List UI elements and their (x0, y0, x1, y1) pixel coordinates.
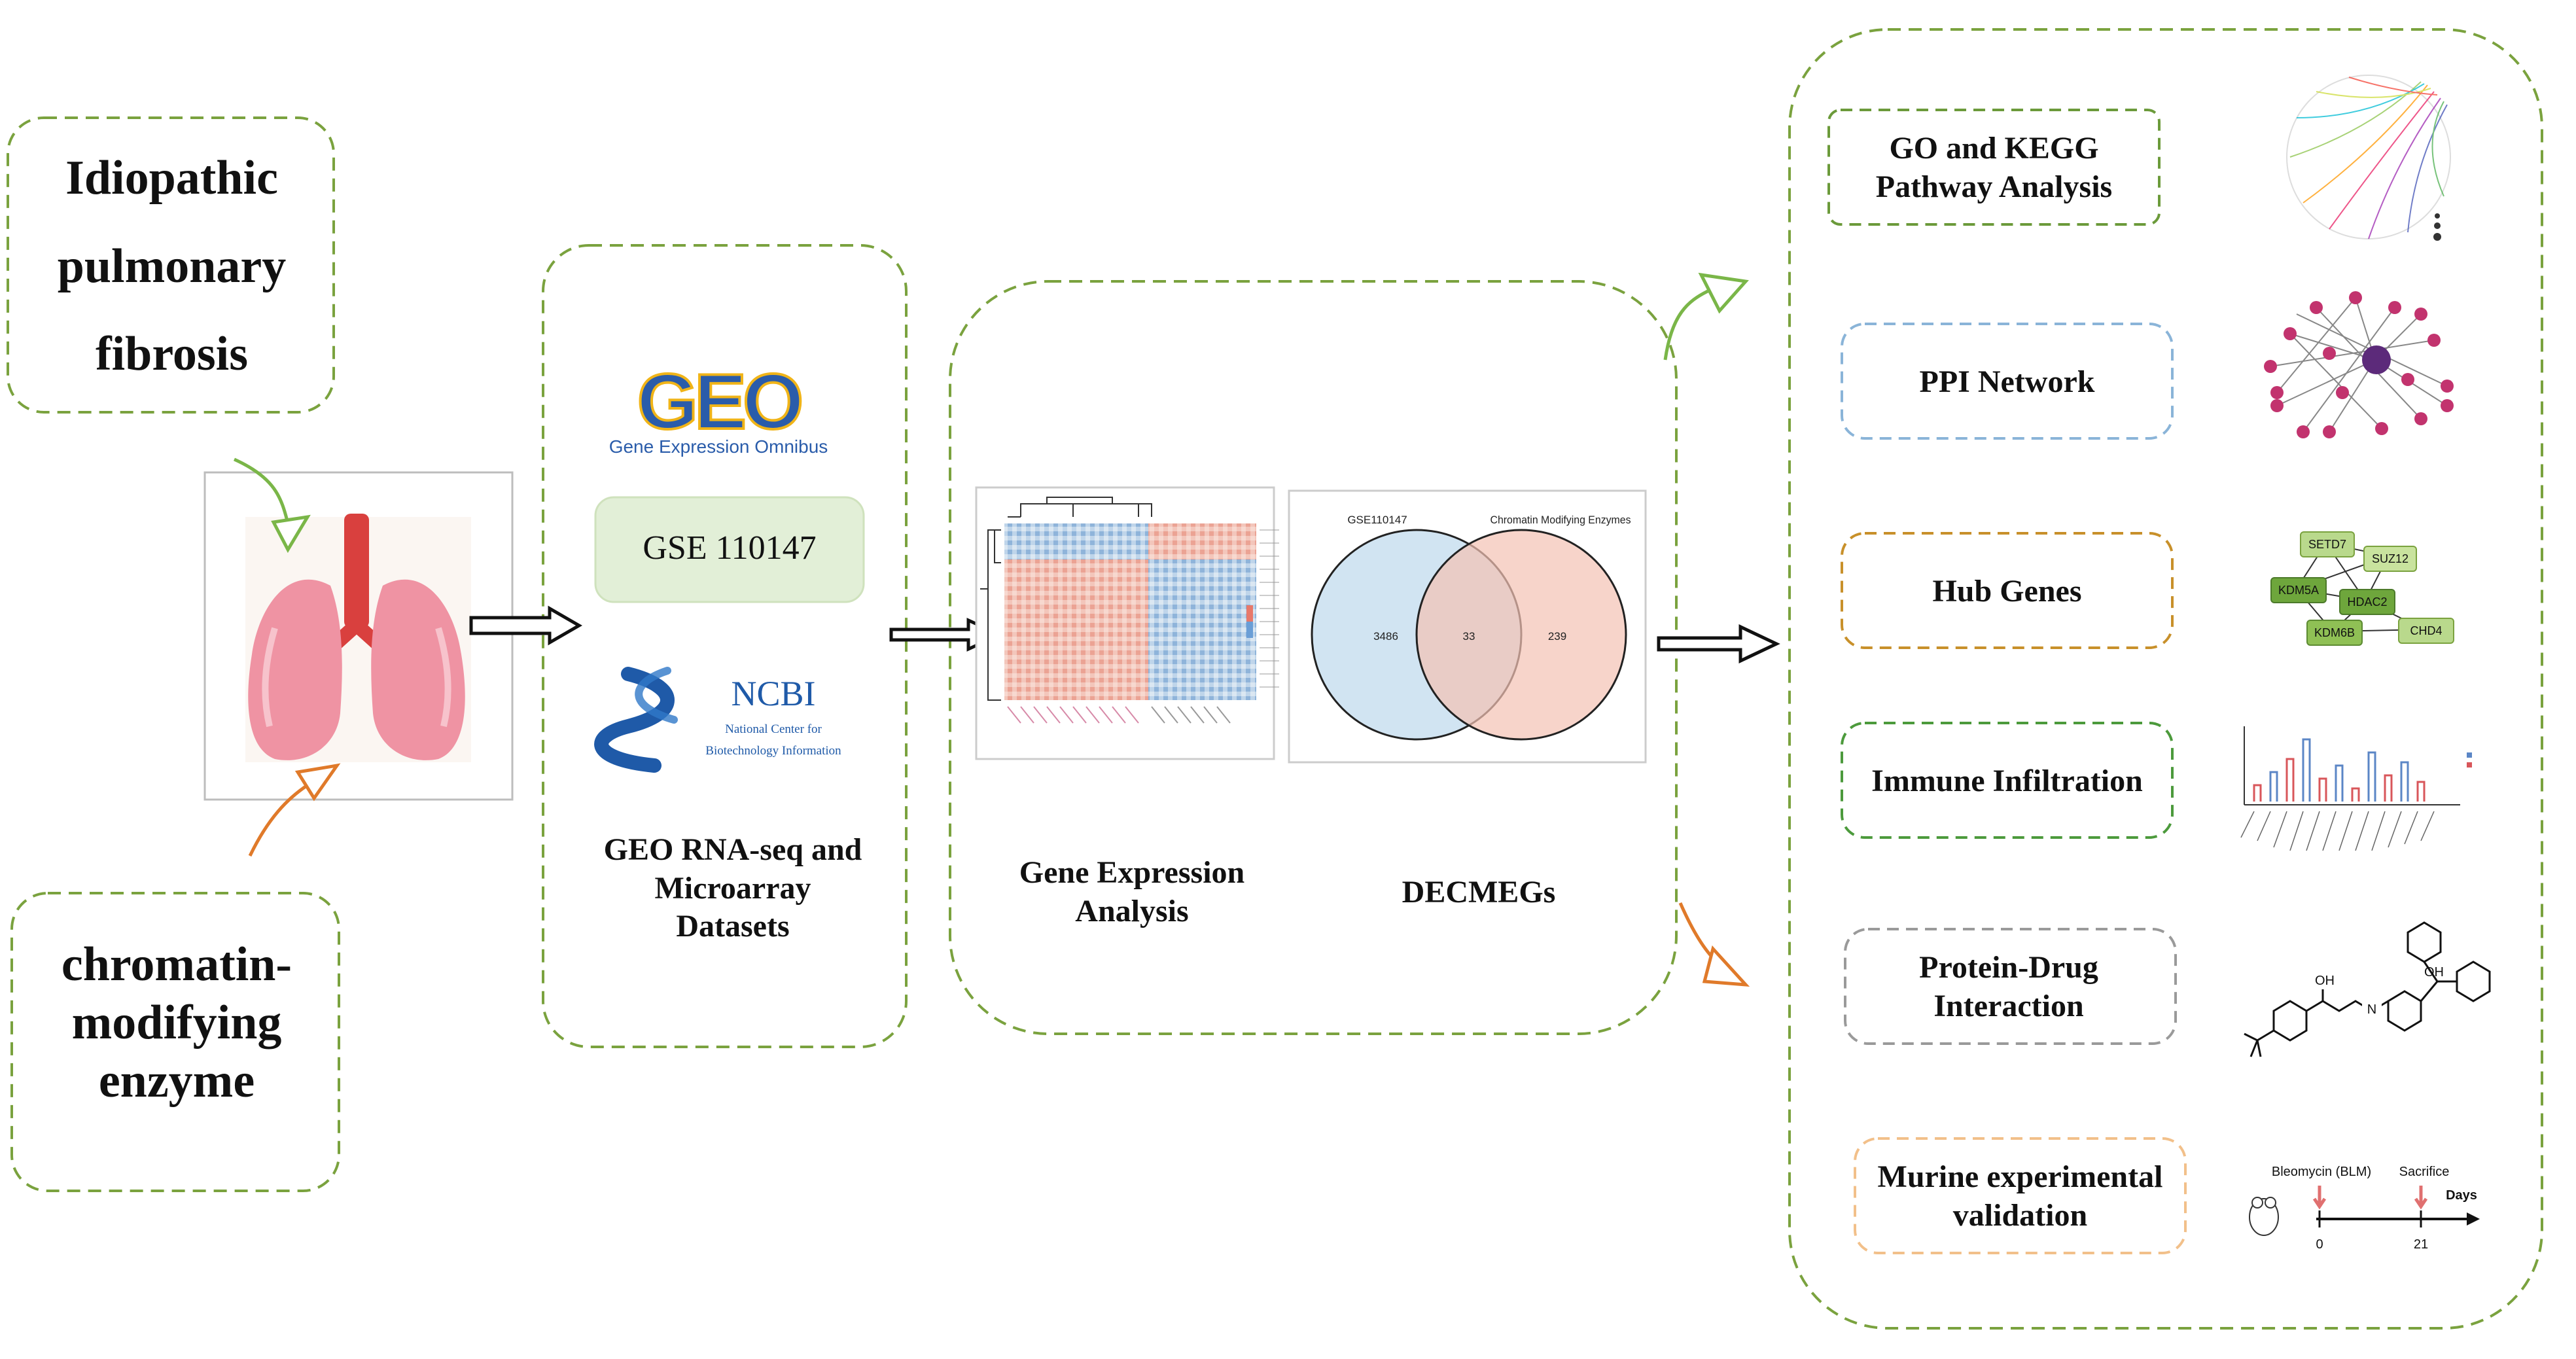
heatmap-caption: Gene Expression Analysis (1019, 855, 1245, 928)
ipf-label: Idiopathic pulmonary fibrosis (57, 151, 287, 381)
go-kegg-chord-thumbnail (2286, 75, 2451, 241)
venn-caption: DECMEGs (1402, 875, 1556, 909)
input-curve-arrows (233, 457, 341, 857)
heatmap-figure (975, 486, 1279, 760)
drug-oh-label: OH (2315, 974, 2335, 988)
hub-gene-node: HDAC2 (2339, 589, 2395, 615)
drug-structure-thumbnail (2244, 921, 2491, 1057)
enzyme-box (10, 892, 340, 1192)
geo-logo: GEO Gene Expression Omnibus (609, 357, 828, 457)
venn-left-label: GSE110147 (1347, 514, 1407, 526)
output-label-immune: Immune Infiltration (1871, 764, 2143, 798)
venn-overlap-count: 33 (1463, 630, 1475, 643)
drug-oh-label: OH (2424, 965, 2444, 980)
venn-left-count: 3486 (1373, 630, 1398, 643)
output-box-hub (1841, 532, 2174, 649)
hub-gene-node: KDM5A (2270, 577, 2327, 603)
timeline-endpoint-label: Sacrifice (2399, 1165, 2450, 1179)
output-label-hub: Hub Genes (1932, 574, 2082, 609)
ncbi-logo-text: NCBI (731, 674, 815, 713)
output-label-drug: Protein-Drug Interaction (1919, 950, 2098, 1023)
output-box-murine (1854, 1137, 2187, 1254)
hub-gene-node: SETD7 (2300, 531, 2355, 557)
hub-gene-node: KDM6B (2306, 620, 2363, 646)
ncbi-line2: Biotechnology Information (705, 744, 841, 758)
gse-label: GSE 110147 (643, 529, 817, 567)
output-box-ppi (1841, 323, 2174, 440)
geo-logo-text: GEO (637, 358, 801, 446)
arrow-to-outputs (1657, 624, 1780, 663)
hub-gene-node: SUZ12 (2363, 546, 2417, 572)
venn-figure: GSE110147 Chromatin Modifying Enzymes 34… (1288, 489, 1647, 764)
lung-illustration (248, 514, 465, 760)
timeline-start-tick: 0 (2316, 1237, 2323, 1252)
venn-right-count: 239 (1548, 630, 1566, 643)
output-box-immune (1841, 722, 2174, 839)
immune-infiltration-thumbnail (2240, 726, 2472, 851)
arrow-to-datasets (469, 605, 582, 646)
ppi-network-thumbnail (2264, 291, 2454, 438)
enzyme-label: chromatin-modifying enzyme (61, 938, 292, 1108)
output-label-go-kegg: GO and KEGG Pathway Analysis (1875, 131, 2113, 204)
output-box-go-kegg (1827, 109, 2161, 226)
gse-box (594, 496, 865, 603)
output-label-ppi: PPI Network (1919, 364, 2095, 399)
ncbi-logo: NCBI National Center for Biotechnology I… (589, 651, 864, 785)
ncbi-line1: National Center for (725, 722, 822, 736)
murine-timeline-thumbnail: Bleomycin (BLM) Sacrifice Days 0 21 (2249, 1165, 2480, 1252)
drug-n-label: N (2362, 1002, 2382, 1017)
venn-right-label: Chromatin Modifying Enzymes (1491, 514, 1631, 526)
geo-logo-subtitle: Gene Expression Omnibus (609, 436, 828, 457)
hub-gene-node: CHD4 (2398, 618, 2454, 644)
ipf-box (7, 116, 335, 414)
timeline-axis-label: Days (2446, 1188, 2477, 1203)
datasets-caption: GEO RNA-seq and Microarray Datasets (603, 832, 862, 944)
analysis-panel (949, 280, 1678, 1035)
timeline-end-tick: 21 (2414, 1237, 2428, 1252)
outputs-panel (1788, 28, 2543, 1330)
output-box-drug (1844, 928, 2177, 1045)
venn-right-circle (1415, 529, 1627, 741)
branch-curve-arrows (1663, 272, 1750, 987)
output-label-murine: Murine experimental validation (1877, 1159, 2163, 1233)
timeline-treatment-label: Bleomycin (BLM) (2272, 1165, 2371, 1179)
datasets-panel (542, 244, 908, 1048)
